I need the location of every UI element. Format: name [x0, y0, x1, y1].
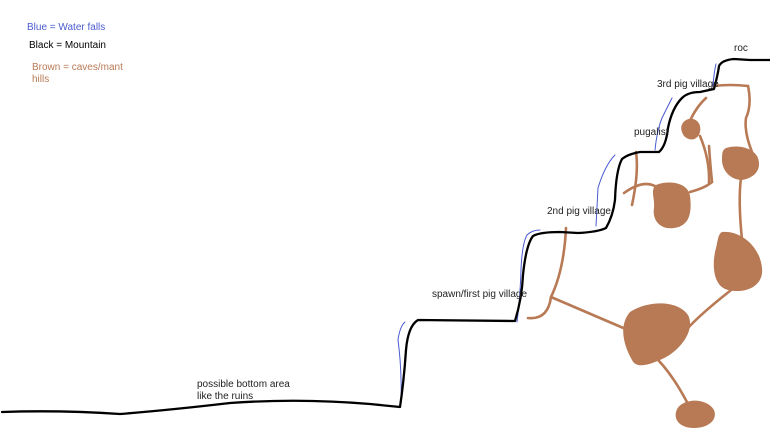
- label-roc: roc: [734, 43, 748, 54]
- cave-tunnels: [526, 83, 754, 410]
- waterfall-4: [654, 97, 673, 151]
- waterfall-3: [595, 154, 616, 227]
- label-second-village: 2nd pig village: [547, 206, 611, 217]
- tunnel-spawn-to-big-cave: [549, 295, 630, 332]
- tunnel-from-spawn-down: [526, 295, 553, 320]
- tunnel-spawn-up: [549, 226, 568, 299]
- cave-small: [681, 118, 701, 140]
- cave-middle: [652, 182, 691, 229]
- tunnel-big-cave-down: [650, 352, 692, 410]
- cave-large-bottom: [623, 303, 691, 366]
- cave-blobs: [623, 118, 763, 428]
- label-third-village: 3rd pig village: [657, 79, 719, 90]
- tunnel-big-cave-right: [680, 285, 737, 337]
- legend-mountain: Black = Mountain: [29, 40, 106, 51]
- legend-caves-line1: Brown = caves/mant: [32, 62, 123, 73]
- label-bottom-area: possible bottom area like the ruins: [197, 379, 290, 403]
- tunnel-third-village-right: [712, 83, 750, 88]
- legend-water: Blue = Water falls: [27, 22, 106, 33]
- legend-caves-line2: hills: [32, 74, 50, 85]
- tunnel-small-cave-right: [698, 134, 711, 185]
- cave-right-middle: [722, 146, 760, 180]
- label-spawn: spawn/first pig village: [432, 289, 528, 300]
- label-bottom-line1: possible bottom area: [197, 379, 290, 390]
- cave-bottom: [675, 400, 715, 428]
- waterfall-1: [397, 321, 406, 405]
- tunnel-small-cave-down: [707, 144, 714, 184]
- tunnel-second-to-cave: [622, 182, 660, 195]
- legend-caves: Brown = caves/mant hills: [32, 62, 123, 86]
- tunnel-right-down: [738, 176, 744, 242]
- label-pugalist: pugalist: [634, 127, 669, 138]
- label-bottom-line2: like the ruins: [197, 391, 254, 402]
- mountain-outline: [0, 57, 770, 416]
- waterfall-5: [712, 63, 717, 87]
- cave-right-large: [713, 231, 763, 292]
- tunnel-middle-vertical: [630, 150, 639, 207]
- tunnel-right-vertical: [744, 84, 754, 154]
- tunnel-cave-right: [688, 180, 714, 194]
